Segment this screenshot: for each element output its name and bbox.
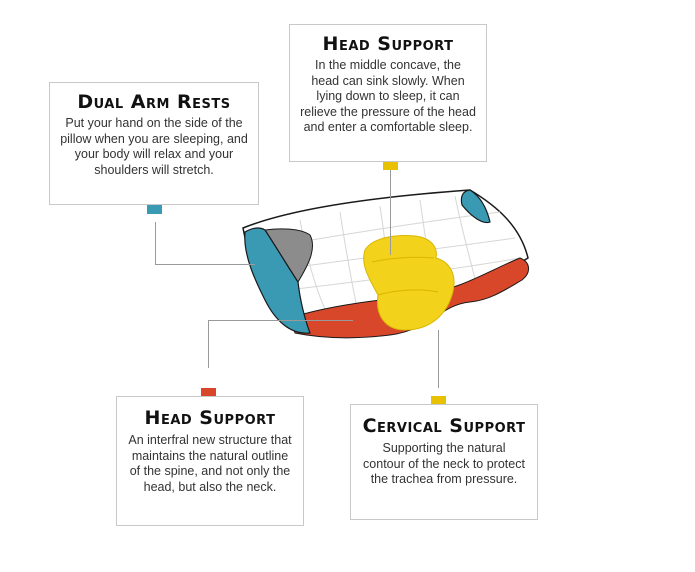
connector-top bbox=[390, 170, 391, 255]
connector-armrest-v bbox=[155, 222, 156, 264]
connector-bottom-head-v bbox=[208, 320, 209, 368]
callout-text: An interfral new structure that maintain… bbox=[128, 433, 292, 494]
blue-left-armrest bbox=[244, 227, 311, 334]
blue-right-armrest bbox=[460, 189, 491, 224]
callout-bottom-head-support: Head Support An interfral new structure … bbox=[116, 396, 304, 526]
callout-dual-arm-rests: Dual Arm Rests Put your hand on the side… bbox=[49, 82, 259, 205]
callout-title: Head Support bbox=[322, 33, 454, 55]
callout-text: Put your hand on the side of the pillow … bbox=[60, 116, 248, 177]
callout-title: Dual Arm Rests bbox=[77, 91, 231, 113]
connector-bottom-head-h bbox=[208, 320, 353, 321]
callout-text: Supporting the natural contour of the ne… bbox=[363, 441, 525, 486]
callout-text: In the middle concave, the head can sink… bbox=[300, 58, 476, 134]
connector-armrest-h bbox=[155, 264, 255, 265]
callout-cervical-support: Cervical Support Supporting the natural … bbox=[350, 404, 538, 520]
callout-title: Cervical Support bbox=[362, 415, 526, 437]
connector-cervical bbox=[438, 330, 439, 388]
callout-title: Head Support bbox=[144, 407, 276, 429]
callout-top-head-support: Head Support In the middle concave, the … bbox=[289, 24, 487, 162]
